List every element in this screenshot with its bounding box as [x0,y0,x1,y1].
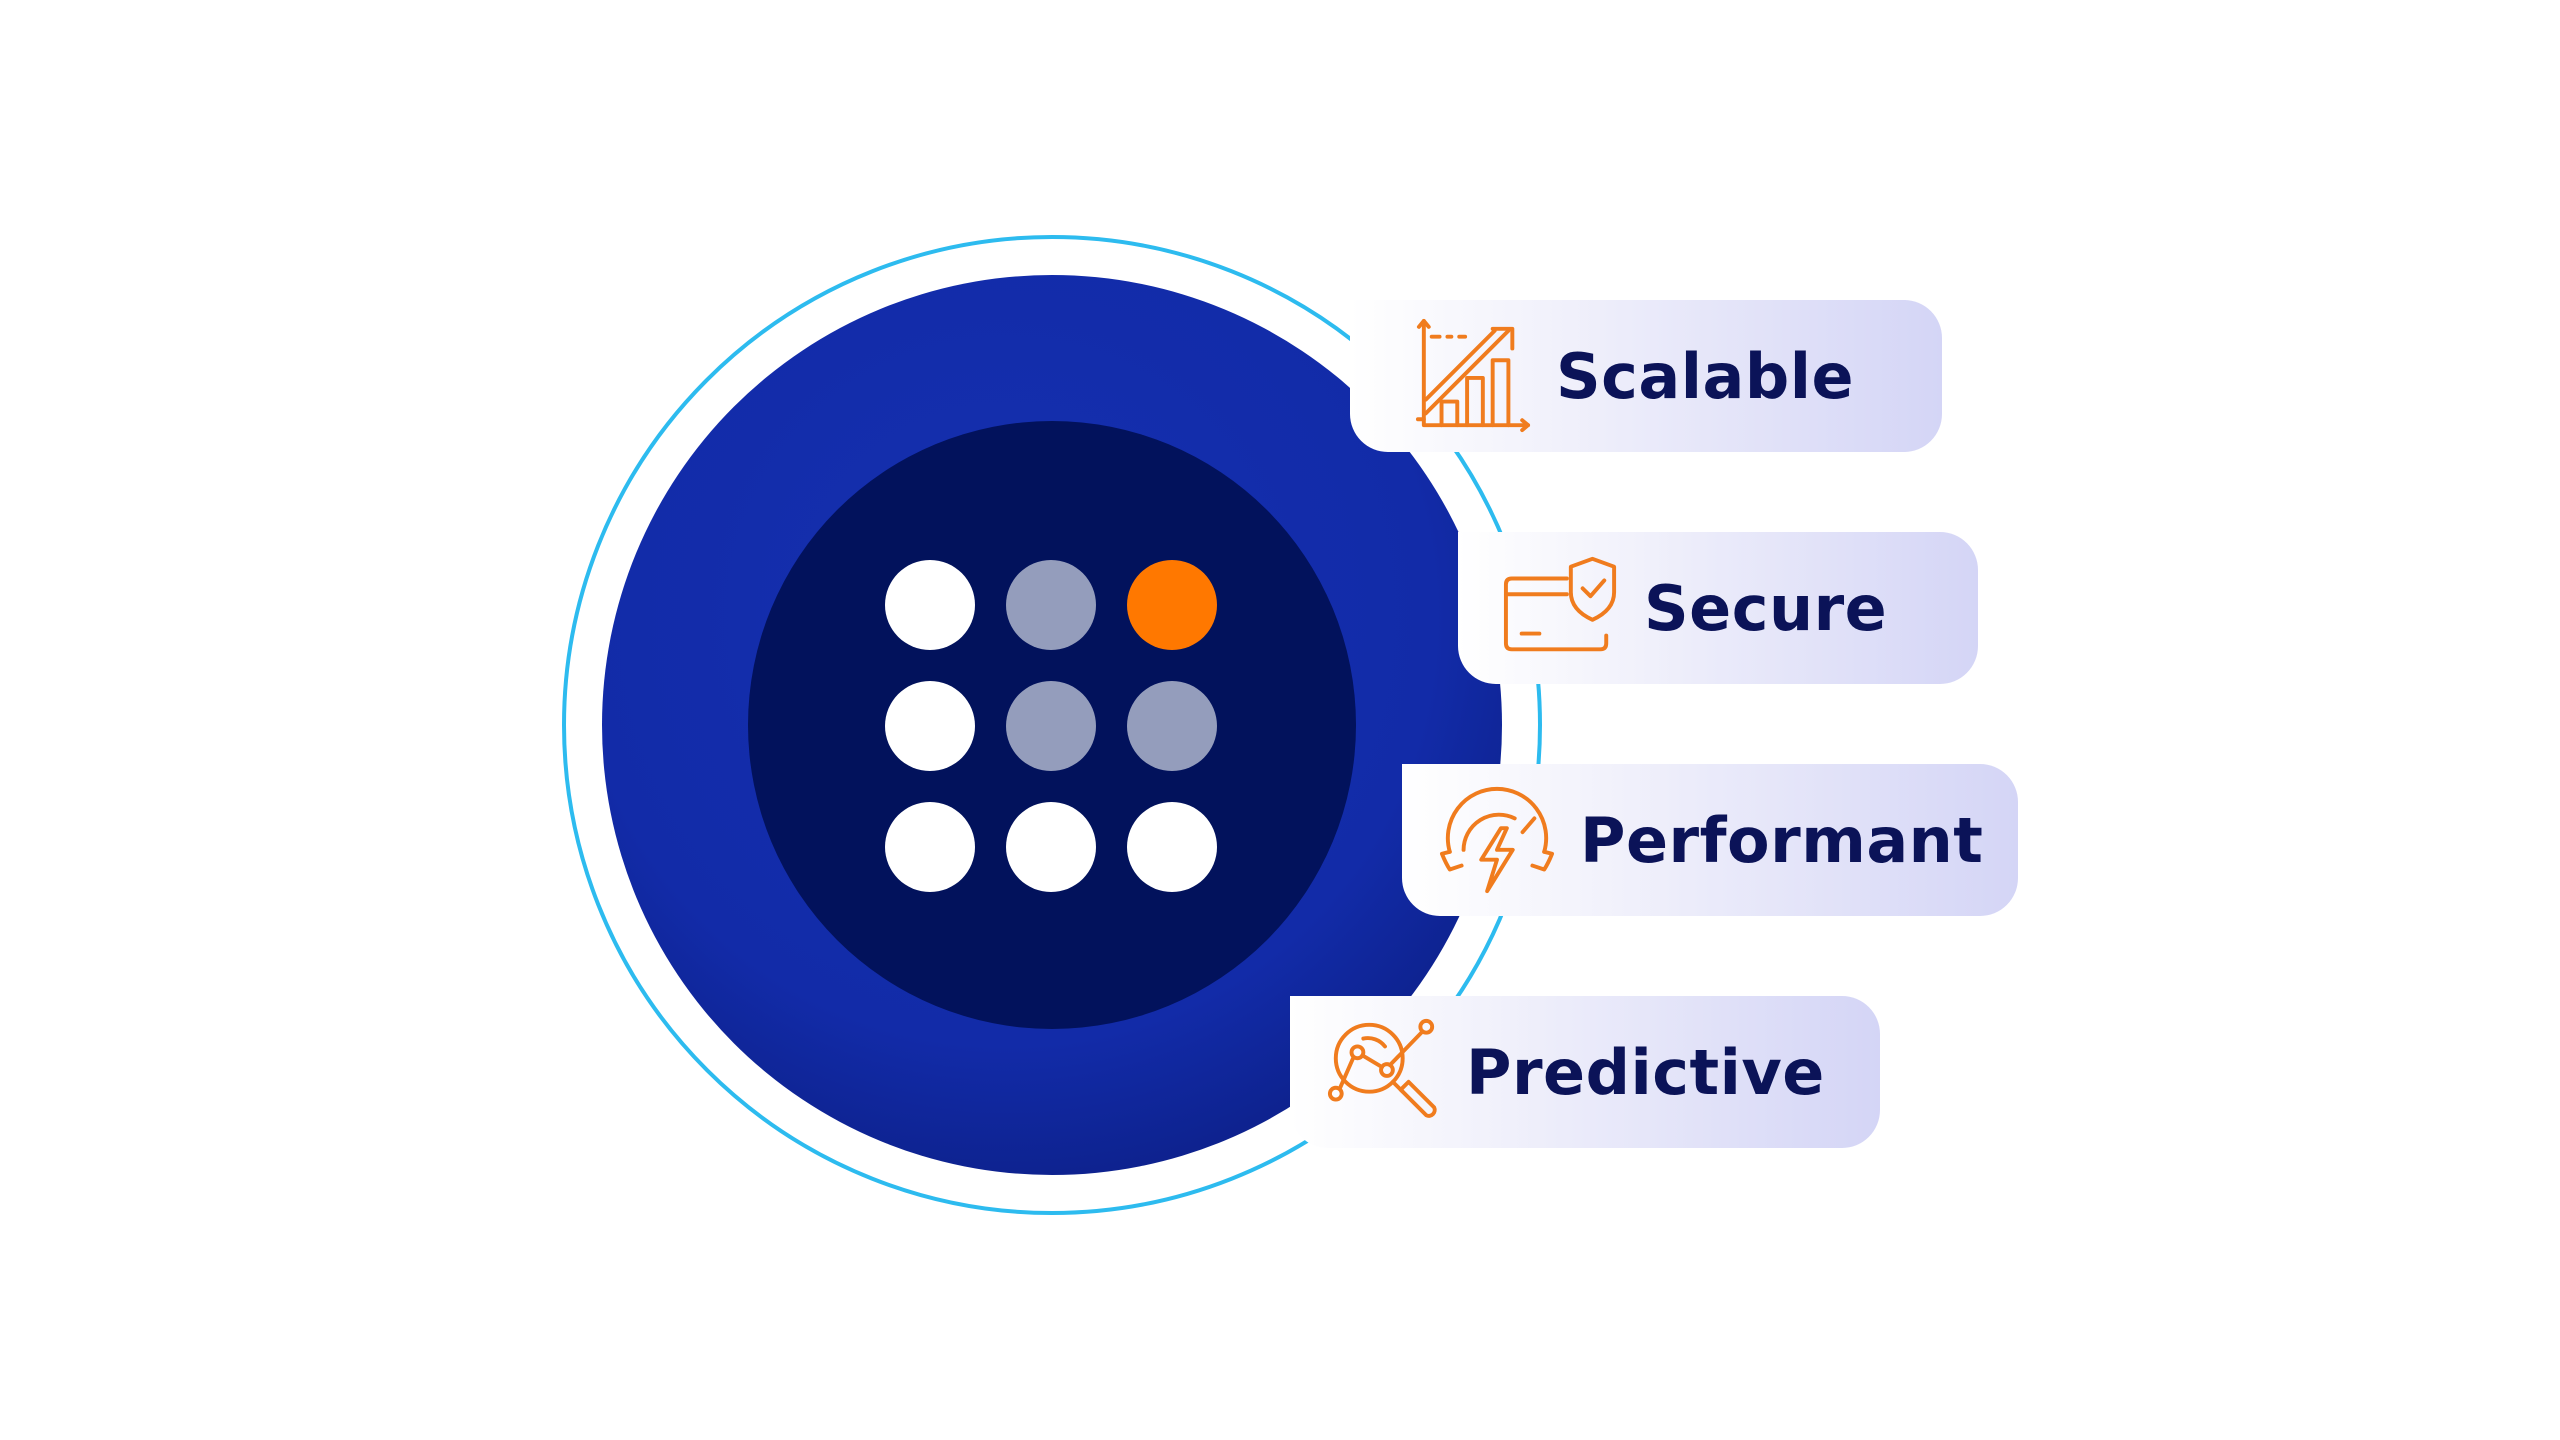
growth-chart-icon [1415,318,1531,433]
logo-dot-white [1127,802,1217,892]
logo-dot-orange [1127,560,1217,650]
logo-dot-white [885,802,975,892]
feature-label-secure: Secure [1644,571,1888,645]
feature-label-performant: Performant [1580,803,1984,877]
magnifier-analytics-icon [1327,1018,1437,1118]
logo-dot-white [885,681,975,771]
feature-card-performant: Performant [1402,764,2018,916]
logo-dot-gray [1127,681,1217,771]
logo-dot-white [1006,802,1096,892]
shield-window-icon [1503,556,1617,652]
feature-label-predictive: Predictive [1466,1035,1825,1109]
feature-card-scalable: Scalable [1350,300,1942,452]
outer-ring [562,235,1542,1215]
logo-dot-grid [885,560,1217,892]
feature-label-scalable: Scalable [1556,339,1855,413]
feature-card-secure: Secure [1458,532,1978,684]
feature-card-predictive: Predictive [1290,996,1880,1148]
logo-dot-white [885,560,975,650]
logo-dot-gray [1006,560,1096,650]
speedometer-bolt-icon [1439,786,1555,894]
logo-dot-gray [1006,681,1096,771]
